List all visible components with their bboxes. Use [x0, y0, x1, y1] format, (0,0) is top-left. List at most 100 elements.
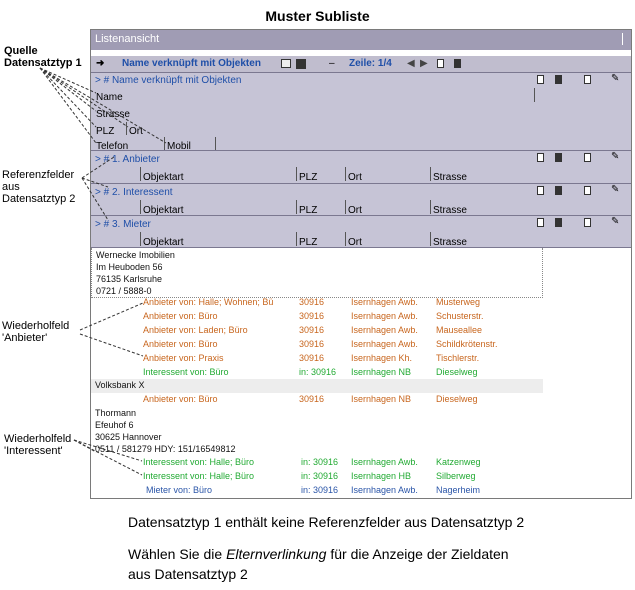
annotation-referenzfelder: Referenzfelder aus Datensatztyp 2: [2, 169, 75, 205]
edit-icon[interactable]: ✎: [611, 73, 620, 84]
cell-objektart: Interessent von: Büro: [143, 367, 229, 377]
col-plz: PLZ: [299, 205, 318, 216]
new-record-icon[interactable]: [584, 153, 591, 162]
record-line: 0511 / 581279 HDY: 151/16549812: [95, 444, 236, 454]
minus-button[interactable]: –: [329, 58, 335, 69]
record-card[interactable]: Volksbank X: [91, 379, 543, 393]
copy-icon[interactable]: [281, 59, 291, 68]
cell-strasse: Schildkrötenstr.: [436, 339, 498, 349]
col-ort: Ort: [348, 237, 362, 248]
new-record-icon[interactable]: [584, 75, 591, 84]
col-plz: PLZ: [299, 237, 318, 248]
record-card[interactable]: Wernecke Imobilien Im Heuboden 56 76135 …: [91, 248, 543, 298]
trash-icon[interactable]: [555, 153, 562, 162]
record-card[interactable]: Thormann Efeuhof 6 30625 Hannover 0511 /…: [91, 407, 543, 457]
col-objektart: Objektart: [143, 237, 184, 248]
cell-strasse: Mauseallee: [436, 325, 483, 335]
cell-ort: Isernhagen Awb.: [351, 339, 418, 349]
trash-icon[interactable]: [555, 186, 562, 195]
record-line: Thormann: [95, 408, 137, 418]
arrow-right-icon[interactable]: ➜: [96, 58, 105, 69]
col-divider: [140, 167, 141, 181]
main-section-header: > # Name verknüpft mit Objekten: [95, 75, 242, 86]
record-line: 76135 Karlsruhe: [96, 274, 163, 284]
titlebar-marker: [622, 33, 629, 45]
cell-objektart: Mieter von: Büro: [146, 485, 213, 495]
field-divider: [126, 122, 127, 135]
footer-note-1: Datensatztyp 1 enthält keine Referenzfel…: [128, 514, 525, 530]
cell-strasse: Silberweg: [436, 471, 476, 481]
field-ort: Ort: [129, 126, 143, 137]
col-objektart: Objektart: [143, 172, 184, 183]
edit-icon[interactable]: ✎: [611, 216, 620, 227]
col-objektart: Objektart: [143, 205, 184, 216]
new-record-icon[interactable]: [537, 218, 544, 227]
new-record-icon[interactable]: [584, 218, 591, 227]
field-plz: PLZ: [96, 126, 115, 137]
record-line: Im Heuboden 56: [96, 262, 163, 272]
cell-plz: 30916: [299, 353, 325, 363]
connector-line: [39, 67, 97, 128]
list-view-window: Listenansicht ➜ Name verknüpft mit Objek…: [90, 29, 632, 499]
cell-objektart: Anbieter von: Laden; Büro: [143, 325, 248, 335]
cell-strasse: Katzenweg: [436, 457, 481, 467]
annotation-line: 'Interessent': [4, 445, 63, 457]
annotation-line: aus: [2, 181, 20, 193]
cell-objektart: Anbieter von: Praxis: [143, 353, 224, 363]
row-indicator: Zeile: 1/4: [349, 58, 392, 69]
toolbar-list-name: Name verknüpft mit Objekten: [122, 58, 261, 69]
cell-plz: 30916: [299, 311, 325, 321]
save-icon[interactable]: [296, 59, 306, 69]
field-telefon: Telefon: [96, 141, 129, 152]
cell-plz: 30916: [299, 297, 325, 307]
col-divider: [345, 200, 346, 214]
annotation-line: Wiederholfeld: [4, 433, 72, 445]
annotation-line: Datensatztyp 2: [2, 193, 76, 205]
col-divider: [140, 200, 141, 214]
sub-section-interessent: > # 2. Interessent Objektart PLZ Ort Str…: [91, 183, 631, 216]
page-title: Muster Subliste: [265, 8, 370, 24]
new-record-icon[interactable]: [584, 186, 591, 195]
record-line: 0721 / 5888-0: [96, 286, 152, 296]
col-ort: Ort: [348, 172, 362, 183]
next-icon[interactable]: ▶: [420, 58, 428, 69]
new-record-icon[interactable]: [537, 75, 544, 84]
cell-objektart: Anbieter von: Büro: [143, 394, 218, 404]
cell-ort: Isernhagen Awb.: [351, 485, 418, 495]
new-record-icon[interactable]: [537, 153, 544, 162]
col-divider: [140, 232, 141, 246]
cell-ort: Isernhagen NB: [351, 394, 412, 404]
footer-text: für die Anzeige der Zieldaten: [326, 546, 509, 562]
field-mobil: Mobil: [167, 141, 191, 152]
connector-line: [39, 67, 97, 94]
col-divider: [296, 200, 297, 214]
field-name: Name: [96, 92, 123, 103]
cell-plz: 30916: [299, 325, 325, 335]
col-divider: [345, 232, 346, 246]
record-line: 30625 Hannover: [95, 432, 162, 442]
col-divider: [430, 232, 431, 246]
cell-ort: Isernhagen HB: [351, 471, 412, 481]
sub-section-mieter: > # 3. Mieter Objektart PLZ Ort Strasse …: [91, 215, 631, 248]
cell-strasse: Dieselweg: [436, 367, 478, 377]
trash-icon[interactable]: [555, 218, 562, 227]
annotation-quelle: Quelle Datensatztyp 1: [4, 45, 82, 69]
new-record-icon[interactable]: [437, 59, 444, 68]
cell-plz: 30916: [299, 394, 325, 404]
field-strasse: Strasse: [96, 109, 130, 120]
sub-section-anbieter: > # 1. Anbieter Objektart PLZ Ort Strass…: [91, 150, 631, 183]
prev-icon[interactable]: ◀: [407, 58, 415, 69]
edit-icon[interactable]: ✎: [611, 151, 620, 162]
trash-icon[interactable]: [454, 59, 461, 68]
record-line: Wernecke Imobilien: [96, 250, 175, 260]
cell-objektart: Anbieter von: Büro: [143, 311, 218, 321]
new-record-icon[interactable]: [537, 186, 544, 195]
annotation-line: Wiederholfeld: [2, 320, 70, 332]
trash-icon[interactable]: [555, 75, 562, 84]
edit-icon[interactable]: ✎: [611, 184, 620, 195]
col-divider: [430, 200, 431, 214]
sub-section-header: > # 3. Mieter: [95, 219, 151, 230]
record-line: Efeuhof 6: [95, 420, 134, 430]
field-divider: [534, 88, 535, 102]
col-divider: [345, 167, 346, 181]
